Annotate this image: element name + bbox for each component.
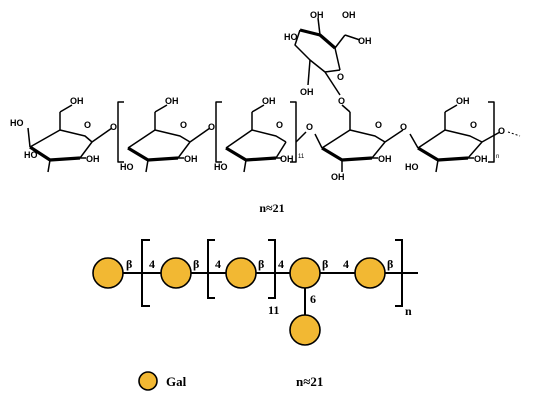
inner-bracket-close: [268, 239, 276, 299]
hydroxyl-label: OH: [474, 154, 488, 164]
beta-linkage-label: β: [387, 257, 393, 271]
hydroxyl-label: OH: [300, 87, 314, 97]
linkage-position-4: 4: [343, 257, 349, 271]
hydroxyl-label: OH: [86, 154, 100, 164]
hydroxyl-label: OH: [378, 154, 392, 164]
inner-repeat-count: 11: [298, 154, 305, 160]
outer-repeat-count: n: [405, 304, 412, 318]
hydroxyl-label: OH: [358, 36, 372, 46]
hydroxyl-label: OH: [165, 96, 179, 106]
ring-side-chain: O OH OH HO OH OH: [284, 10, 372, 97]
linkage-position-4: 4: [215, 257, 221, 271]
hydroxyl-label: HO: [24, 150, 38, 160]
ring-oxygen: O: [337, 72, 344, 82]
glycosidic-oxygen: O: [400, 122, 407, 132]
chemical-structure: O OH HO HO OH O O OH HO OH O: [10, 10, 521, 182]
gal-legend-swatch: [138, 371, 158, 391]
repeat-bracket-open: [117, 101, 124, 163]
gal-legend-label: Gal: [166, 374, 187, 389]
chain-end-oxygen: O: [498, 126, 505, 136]
beta-linkage-label: β: [258, 257, 264, 271]
hydroxyl-label: OH: [456, 96, 470, 106]
hydroxyl-label: OH: [70, 96, 84, 106]
ring-oxygen: O: [470, 120, 477, 130]
hydroxyl-label: OH: [280, 154, 294, 164]
hydroxyl-label: HO: [10, 118, 24, 128]
ring-oxygen: O: [276, 120, 283, 130]
gal-residue: [225, 257, 257, 289]
glycosidic-oxygen: O: [208, 122, 215, 132]
inner-bracket-open: [215, 101, 222, 163]
hydroxyl-label: OH: [262, 96, 276, 106]
degree-of-polymerization-top: n≈21: [259, 201, 284, 215]
ring-5: O OH HO OH: [405, 96, 488, 173]
legend: Gal n≈21: [138, 371, 323, 391]
glycosidic-oxygen: O: [338, 96, 345, 106]
hydroxyl-label: OH: [331, 172, 345, 182]
ring-3: O OH HO OH: [214, 96, 294, 173]
hydroxyl-label: HO: [405, 162, 419, 172]
hydroxyl-label: HO: [120, 162, 134, 172]
degree-of-polymerization-bottom: n≈21: [296, 374, 323, 389]
outer-bracket-close: [395, 239, 403, 307]
linkage-position-4: 4: [278, 257, 284, 271]
ring-oxygen: O: [375, 120, 382, 130]
inner-bracket-open: [207, 239, 215, 299]
ring-4-branched: O O OH OH: [314, 96, 404, 182]
hydroxyl-label: HO: [284, 32, 298, 42]
outer-bracket-open: [141, 239, 150, 307]
gal-residue: [160, 257, 192, 289]
inner-bracket-close: [290, 101, 297, 163]
hydroxyl-label: HO: [214, 162, 228, 172]
glycosidic-oxygen: O: [306, 122, 313, 132]
gal-residue: [289, 257, 321, 289]
outer-repeat-count: n: [496, 154, 499, 160]
linkage-position-6: 6: [310, 292, 316, 306]
beta-linkage-label: β: [193, 257, 199, 271]
hydroxyl-label: OH: [310, 10, 324, 20]
ring-1: O OH HO HO OH: [10, 96, 113, 173]
repeat-bracket-close: [488, 101, 495, 163]
ring-2: O OH HO OH: [120, 96, 211, 173]
hydroxyl-label: OH: [342, 10, 356, 20]
beta-linkage-label: β: [126, 257, 132, 271]
hydroxyl-label: OH: [184, 154, 198, 164]
symbol-diagram: β β β β β 4 4 4 4 6 11 n: [92, 239, 418, 346]
inner-repeat-count: 11: [268, 303, 279, 317]
beta-linkage-label: β: [322, 257, 328, 271]
gal-residue: [92, 257, 124, 289]
linkage-position-4: 4: [149, 257, 155, 271]
gal-residue: [354, 257, 386, 289]
glycosidic-oxygen: O: [110, 122, 117, 132]
ring-oxygen: O: [84, 120, 91, 130]
ring-oxygen: O: [180, 120, 187, 130]
gal-residue-branch: [289, 314, 321, 346]
